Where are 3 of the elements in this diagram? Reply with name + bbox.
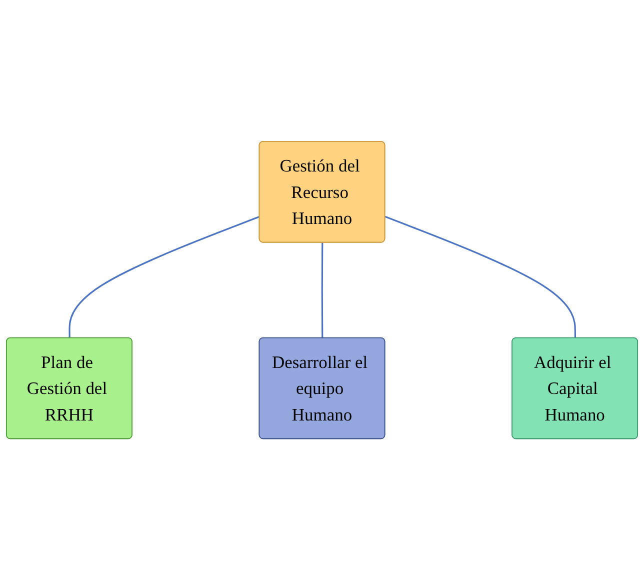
connector bbox=[384, 216, 576, 338]
connector bbox=[68, 216, 260, 338]
connector bbox=[321, 242, 324, 338]
